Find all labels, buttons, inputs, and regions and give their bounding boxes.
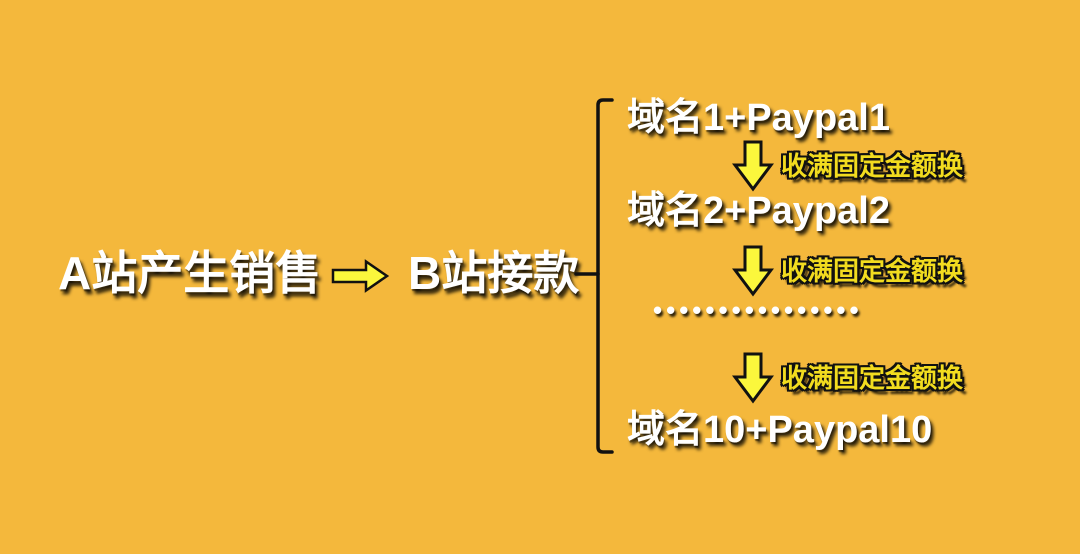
- chain-ellipsis: ••••••••••••••••: [653, 295, 863, 325]
- bracket-connector: [574, 98, 614, 454]
- right-arrow-icon: [331, 259, 390, 293]
- step-label: 收满固定金额换: [781, 363, 964, 393]
- switch-step-1: 收满固定金额换: [732, 140, 964, 192]
- down-arrow-icon: [732, 352, 774, 404]
- chain-node-domain2: 域名2+Paypal2: [627, 190, 890, 232]
- down-arrow-icon: [732, 245, 774, 297]
- switch-step-3: 收满固定金额换: [732, 352, 964, 404]
- source-node-label: A站产生销售: [58, 247, 322, 299]
- down-arrow-icon: [732, 140, 774, 192]
- chain-node-domain1: 域名1+Paypal1: [627, 97, 890, 139]
- step-label: 收满固定金额换: [781, 256, 964, 286]
- step-label: 收满固定金额换: [781, 151, 964, 181]
- target-node-label: B站接款: [408, 247, 580, 299]
- chain-node-domain10: 域名10+Paypal10: [627, 409, 933, 451]
- switch-step-2: 收满固定金额换: [732, 245, 964, 297]
